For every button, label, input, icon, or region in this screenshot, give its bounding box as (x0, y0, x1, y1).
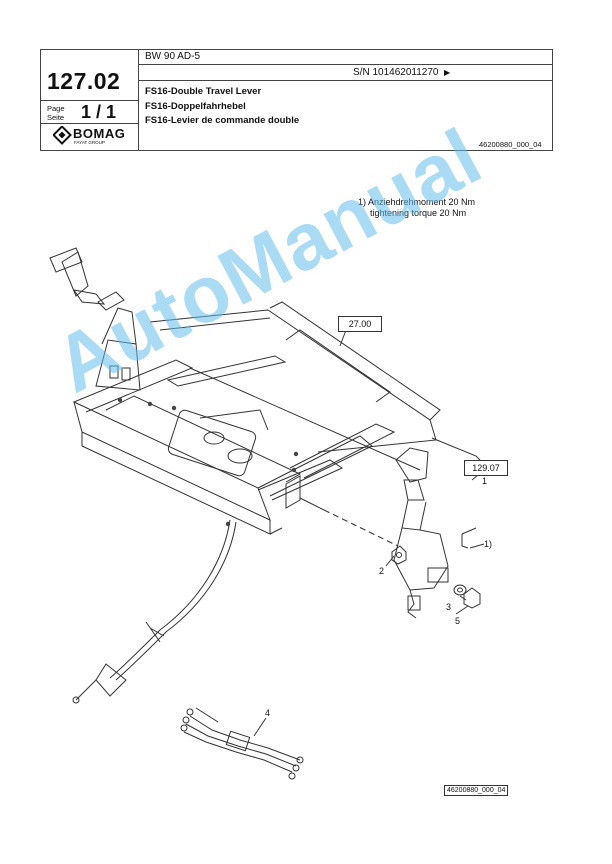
torque-note-de: 1) Anziehdrehmoment 20 Nm (358, 197, 476, 207)
header-rule (41, 123, 138, 124)
model-name: BW 90 AD-5 (145, 51, 201, 62)
page-fraction: 1 / 1 (81, 102, 117, 122)
callout-5: 5 (455, 616, 461, 626)
title-de: FS16-Doppelfahrhebel (145, 100, 246, 112)
title-fr: FS16-Levier de commande double (145, 115, 300, 126)
bomag-logo-icon (52, 125, 72, 145)
ref-box-27-00: 27.00 (338, 316, 382, 332)
page-label-en: Page (47, 104, 65, 113)
arrow-right-icon: ▶ (444, 68, 451, 77)
page-number: 127.02 (47, 68, 121, 94)
callout-4: 4 (265, 708, 271, 718)
brand-name: BOMAG (73, 126, 126, 141)
torque-note-en: tightening torque 20 Nm (370, 207, 467, 218)
callout-3: 3 (446, 602, 452, 612)
title-en: FS16-Double Travel Lever (145, 86, 262, 97)
serial-number: S/N 101462011270 ▶ (353, 67, 451, 78)
footer-doc-id: 46200880_000_04 (444, 785, 509, 796)
brand-logo: BOMAG FAYAT GROUP (52, 125, 139, 153)
torque-note: 1) Anziehdrehmoment 20 Nm tightening tor… (358, 197, 475, 218)
title-block: FS16-Double Travel Lever FS16-Doppelfahr… (145, 85, 299, 129)
header-rule (138, 80, 552, 81)
doc-id: 46200880_000_04 (479, 140, 542, 149)
callout-1-note: 1) (484, 539, 493, 549)
header-rule (138, 64, 552, 65)
ref-box-129-07: 129.07 (464, 460, 508, 476)
header-block: BW 90 AD-5 S/N 101462011270 ▶ 127.02 Pag… (40, 49, 553, 151)
page-label-de: Seite (47, 113, 65, 122)
callout-2: 2 (379, 566, 385, 576)
callout-1: 1 (482, 476, 488, 486)
header-divider (138, 50, 139, 150)
header-rule (41, 100, 138, 101)
brand-subtitle: FAYAT GROUP (74, 140, 105, 145)
